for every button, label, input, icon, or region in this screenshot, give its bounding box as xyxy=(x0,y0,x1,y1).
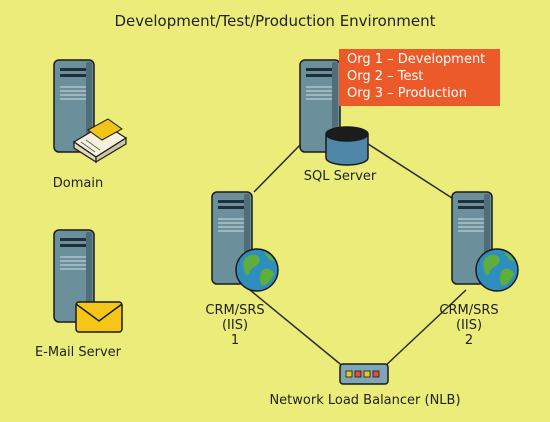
crm-server-1-role: (IIS) xyxy=(221,318,249,333)
crm-server-2-role: (IIS) xyxy=(455,318,483,333)
org-item-test: Org 2 – Test xyxy=(347,69,424,84)
sql-server-label: SQL Server xyxy=(303,169,377,184)
email-server-icon xyxy=(53,229,123,333)
load-balancer-icon xyxy=(339,363,389,385)
address-book-icon xyxy=(72,118,128,164)
org-environment-box: Org 1 – Development Org 2 – Test Org 3 –… xyxy=(339,49,500,106)
link-sql-crm2 xyxy=(364,141,453,199)
crm-server-1-label: CRM/SRS (IIS) 1 xyxy=(185,303,285,348)
database-icon xyxy=(325,126,369,166)
link-crm2-nlb xyxy=(382,289,467,369)
crm-server-2-number: 2 xyxy=(464,333,474,348)
org-item-development: Org 1 – Development xyxy=(347,52,486,67)
crm-server-1-icon xyxy=(211,191,279,292)
crm-server-2-icon xyxy=(451,191,519,292)
globe-icon xyxy=(235,248,279,292)
link-crm1-nlb xyxy=(249,289,346,369)
diagram-title: Development/Test/Production Environment xyxy=(114,12,436,30)
crm-server-2-name: CRM/SRS xyxy=(439,303,499,318)
org-item-production: Org 3 – Production xyxy=(347,86,467,101)
globe-icon xyxy=(475,248,519,292)
sql-server-icon xyxy=(299,59,369,166)
crm-server-1-name: CRM/SRS xyxy=(205,303,265,318)
link-crm1-sql xyxy=(253,141,304,193)
crm-server-2-label: CRM/SRS (IIS) 2 xyxy=(419,303,519,348)
domain-label: Domain xyxy=(52,176,104,191)
domain-server-icon xyxy=(53,59,128,164)
email-server-label: E-Mail Server xyxy=(34,345,122,360)
envelope-icon xyxy=(75,301,123,333)
nlb-label: Network Load Balancer (NLB) xyxy=(269,393,461,408)
crm-server-1-number: 1 xyxy=(230,333,240,348)
